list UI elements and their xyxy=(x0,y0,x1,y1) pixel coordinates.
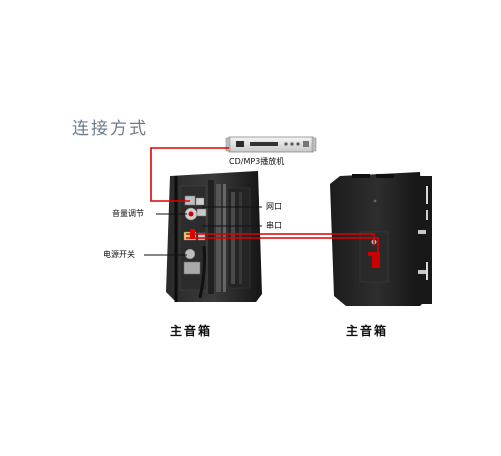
cd-mp3-player xyxy=(225,136,317,153)
left-speaker-caption: 主音箱 xyxy=(170,324,213,338)
right-speaker-caption: 主音箱 xyxy=(346,324,389,338)
volume-callout: 音量调节 xyxy=(112,209,144,218)
cable-left-to-right-lower xyxy=(186,237,379,252)
right-speaker xyxy=(330,172,432,306)
left-speaker xyxy=(166,171,262,302)
power-callout: 电源开关 xyxy=(103,250,135,259)
player-label: CD/MP3播放机 xyxy=(229,157,285,166)
cable-left-to-right-upper xyxy=(186,233,375,246)
network-callout: 网口 xyxy=(266,202,282,211)
diagram-title: 连接方式 xyxy=(72,119,148,139)
serial-callout: 串口 xyxy=(266,221,282,230)
cable-player-to-left-speaker xyxy=(150,147,229,202)
callout-lines xyxy=(144,206,262,256)
signal-cables xyxy=(150,147,379,252)
